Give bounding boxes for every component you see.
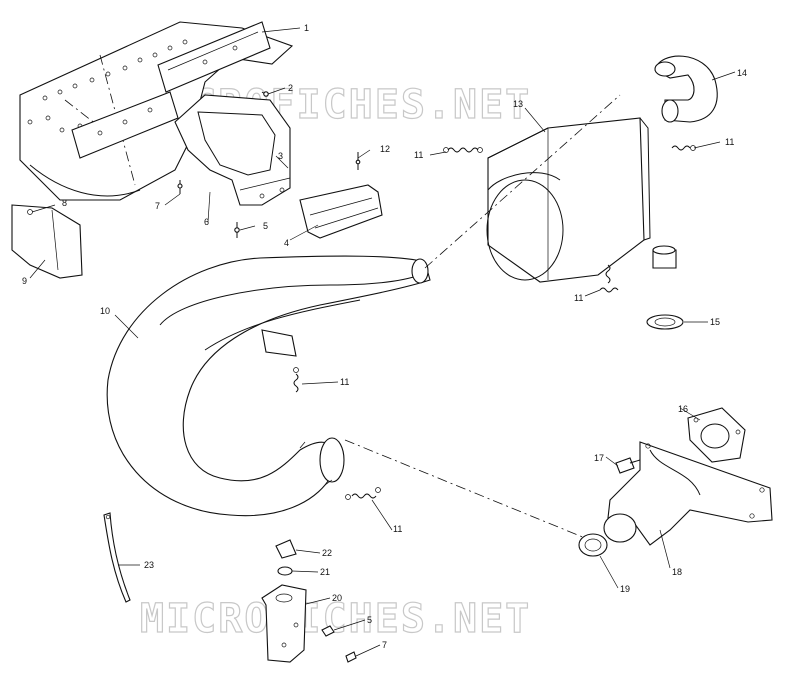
- callout-13: 13: [513, 99, 523, 109]
- callout-6: 6: [204, 217, 209, 227]
- callout-20: 20: [332, 593, 342, 603]
- exhaust-manifold: [603, 441, 773, 546]
- callout-5: 5: [263, 221, 268, 231]
- callout-16: 16: [678, 404, 688, 414]
- mount-washer: [277, 566, 293, 576]
- exhaust-bracket: [174, 94, 291, 206]
- callout-17: 17: [594, 453, 604, 463]
- callout-3: 3: [278, 151, 283, 161]
- guard-panel: [11, 204, 83, 279]
- assembly-centerline: [344, 439, 591, 541]
- leader-lines: [29, 27, 736, 657]
- rubber-mount: [275, 539, 297, 559]
- callout-11-muffler-right: 11: [725, 137, 734, 147]
- manifold-screw: [615, 457, 641, 474]
- callout-23: 23: [144, 560, 154, 570]
- fastener-screws: [177, 91, 361, 238]
- callout-18: 18: [672, 567, 682, 577]
- callout-22: 22: [322, 548, 332, 558]
- callout-11-pipe-upper: 11: [340, 377, 349, 387]
- callout-7: 7: [155, 201, 160, 211]
- callout-14: 14: [737, 68, 747, 78]
- mount-bracket: [261, 584, 307, 663]
- callout-9: 9: [22, 276, 27, 286]
- callout-10: 10: [100, 306, 110, 316]
- spring-pipe-lower: [345, 487, 381, 500]
- seal-ring: [578, 533, 608, 557]
- muffler-centerline: [424, 94, 621, 269]
- muffler: [486, 117, 651, 283]
- callout-2: 2: [288, 83, 293, 93]
- callout-11-muffler-left: 11: [414, 150, 423, 160]
- callout-12: 12: [380, 144, 390, 154]
- spring-muffler-left: [443, 147, 483, 153]
- callout-4: 4: [284, 238, 289, 248]
- bracket-bolts: [321, 625, 357, 663]
- spring-muffler-bottom: [599, 264, 619, 293]
- exhaust-pipe: [106, 255, 431, 517]
- callout-11-muffler-bottom: 11: [574, 293, 583, 303]
- mount-plate: [71, 91, 179, 159]
- gasket-ring: [646, 314, 684, 330]
- spring-muffler-right: [671, 145, 696, 151]
- spring-pipe-upper: [293, 367, 299, 393]
- exhaust-strap: [103, 512, 131, 603]
- outlet-pipe: [652, 245, 677, 269]
- callout-8: 8: [62, 198, 67, 208]
- callout-15: 15: [710, 317, 720, 327]
- callout-5-lower: 5: [367, 615, 372, 625]
- watermark-bottom: MICROFICHES.NET: [140, 596, 531, 642]
- callout-11-pipe-lower: 11: [393, 524, 402, 534]
- callout-21: 21: [320, 567, 330, 577]
- callout-7-lower: 7: [382, 640, 387, 650]
- elbow-pipe: [654, 55, 718, 123]
- heat-shield: [299, 184, 383, 239]
- manifold-gasket: [687, 407, 746, 463]
- callout-labels: 1 2 3 4 5 6 7 8 9 10 11 11 11 11 11 12 1…: [22, 23, 747, 650]
- callout-1: 1: [304, 23, 309, 33]
- bracket-plate: [157, 21, 271, 93]
- callout-19: 19: [620, 584, 630, 594]
